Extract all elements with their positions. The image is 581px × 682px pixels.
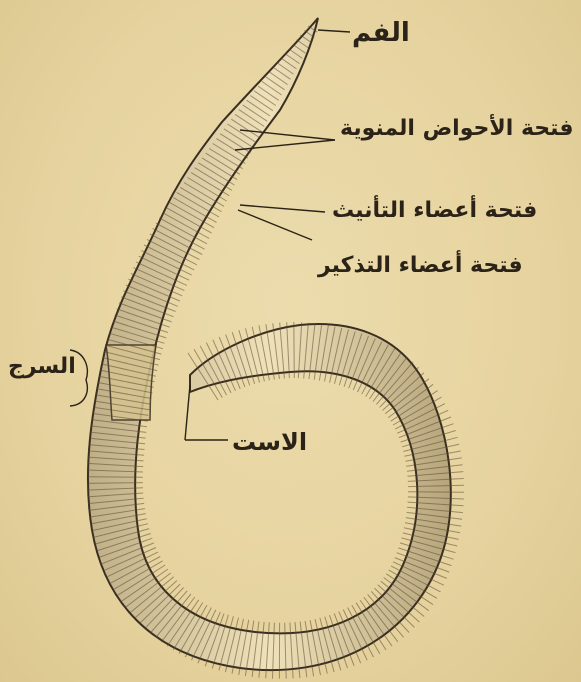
segment-ring	[408, 492, 464, 493]
label-anus: الاست	[232, 430, 307, 454]
male-leader	[238, 210, 312, 240]
mouth-leader	[318, 30, 350, 32]
segment-ring	[294, 322, 295, 378]
label-male-openings: فتحة أعضاء التذكير	[318, 255, 523, 277]
label-mouth: الفم	[352, 20, 410, 46]
female-leader	[240, 205, 325, 212]
anus-leader	[185, 385, 190, 440]
label-sperm-openings: فتحة الأحواض المنوية	[340, 118, 574, 140]
label-female-openings: فتحة أعضاء التأنيث	[332, 200, 537, 222]
segment-ring	[87, 477, 143, 478]
label-clitellum: السرج	[8, 356, 76, 378]
